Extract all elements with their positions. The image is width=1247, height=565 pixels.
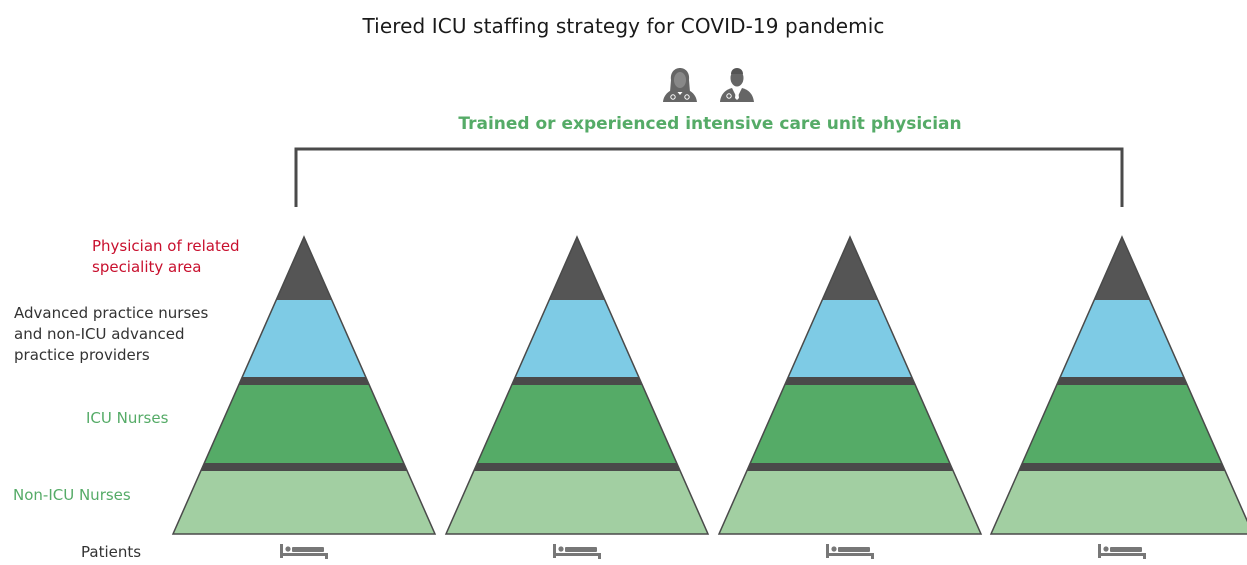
bed-icon: [1098, 544, 1146, 559]
tier-separator: [200, 463, 408, 471]
tier-separator: [473, 463, 681, 471]
pyramids: [171, 235, 1247, 559]
tier-separator: [784, 377, 916, 385]
tier-icu-nurses: [750, 385, 950, 463]
tier-physician: [549, 237, 605, 300]
top-role-label: Trained or experienced intensive care un…: [458, 114, 962, 134]
patients-label: Patients: [81, 543, 142, 561]
pyramid-1: [171, 235, 437, 559]
pyramid-2: [444, 235, 710, 559]
doctor-female-icon: [663, 68, 697, 102]
tier-label-non-icu-nurses: Non-ICU Nurses: [13, 486, 131, 504]
pyramid-4: [989, 235, 1247, 559]
tier-label-advanced-practice: Advanced practice nurses and non-ICU adv…: [14, 304, 209, 364]
pyramid-3: [717, 235, 983, 559]
tier-non-icu-nurses: [991, 471, 1247, 534]
tier-separator: [238, 377, 370, 385]
bed-icon: [280, 544, 328, 559]
tier-icu-nurses: [477, 385, 677, 463]
pyramid-outline: [444, 235, 710, 535]
tier-label-icu-nurses: ICU Nurses: [86, 409, 169, 427]
physician-bracket: [294, 147, 1124, 207]
tier-advanced-practice: [788, 300, 912, 377]
tier-icu-nurses: [1022, 385, 1222, 463]
tier-physician: [1094, 237, 1150, 300]
tier-advanced-practice: [1060, 300, 1184, 377]
tier-separator: [746, 463, 954, 471]
tier-advanced-practice: [515, 300, 639, 377]
tier-non-icu-nurses: [719, 471, 981, 534]
bed-icon: [553, 544, 601, 559]
tier-physician: [276, 237, 332, 300]
tier-separator: [1056, 377, 1188, 385]
doctor-male-icon: [720, 68, 754, 102]
diagram-title: Tiered ICU staffing strategy for COVID-1…: [362, 14, 885, 38]
pyramid-outline: [171, 235, 437, 535]
tier-separator: [1018, 463, 1226, 471]
pyramid-outline: [989, 235, 1247, 535]
tier-non-icu-nurses: [446, 471, 708, 534]
tier-non-icu-nurses: [173, 471, 435, 534]
tier-advanced-practice: [242, 300, 366, 377]
pyramid-outline: [717, 235, 983, 535]
tier-separator: [511, 377, 643, 385]
tier-physician: [822, 237, 878, 300]
bed-icon: [826, 544, 874, 559]
tier-label-physician: Physician of related speciality area: [92, 237, 240, 276]
tier-icu-nurses: [204, 385, 404, 463]
